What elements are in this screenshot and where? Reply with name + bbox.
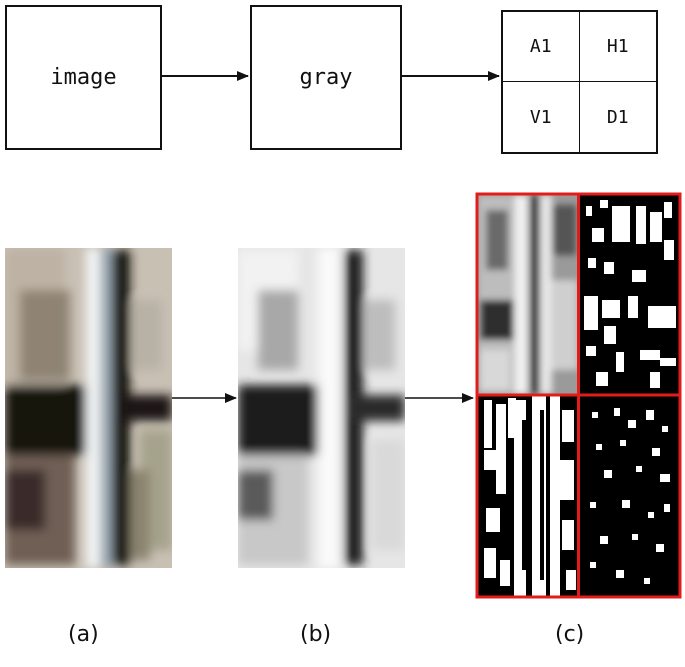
caption-c: (c)	[555, 622, 585, 647]
caption-a: (a)	[68, 622, 99, 647]
wavelet-subband-grid: A1 H1 V1 D1	[501, 10, 658, 154]
gray-box: gray	[250, 5, 402, 150]
image-label: image	[50, 65, 117, 90]
subband-a1: A1	[503, 12, 580, 82]
gray-label: gray	[299, 65, 353, 90]
image-box: image	[5, 5, 162, 150]
gray-image-panel	[238, 248, 405, 568]
subband-h1: H1	[579, 12, 656, 82]
subband-images-panel	[475, 192, 682, 599]
subband-v1: V1	[503, 82, 580, 152]
subband-d1: D1	[606, 106, 629, 128]
color-image-panel	[5, 248, 172, 568]
caption-b: (b)	[300, 622, 332, 647]
